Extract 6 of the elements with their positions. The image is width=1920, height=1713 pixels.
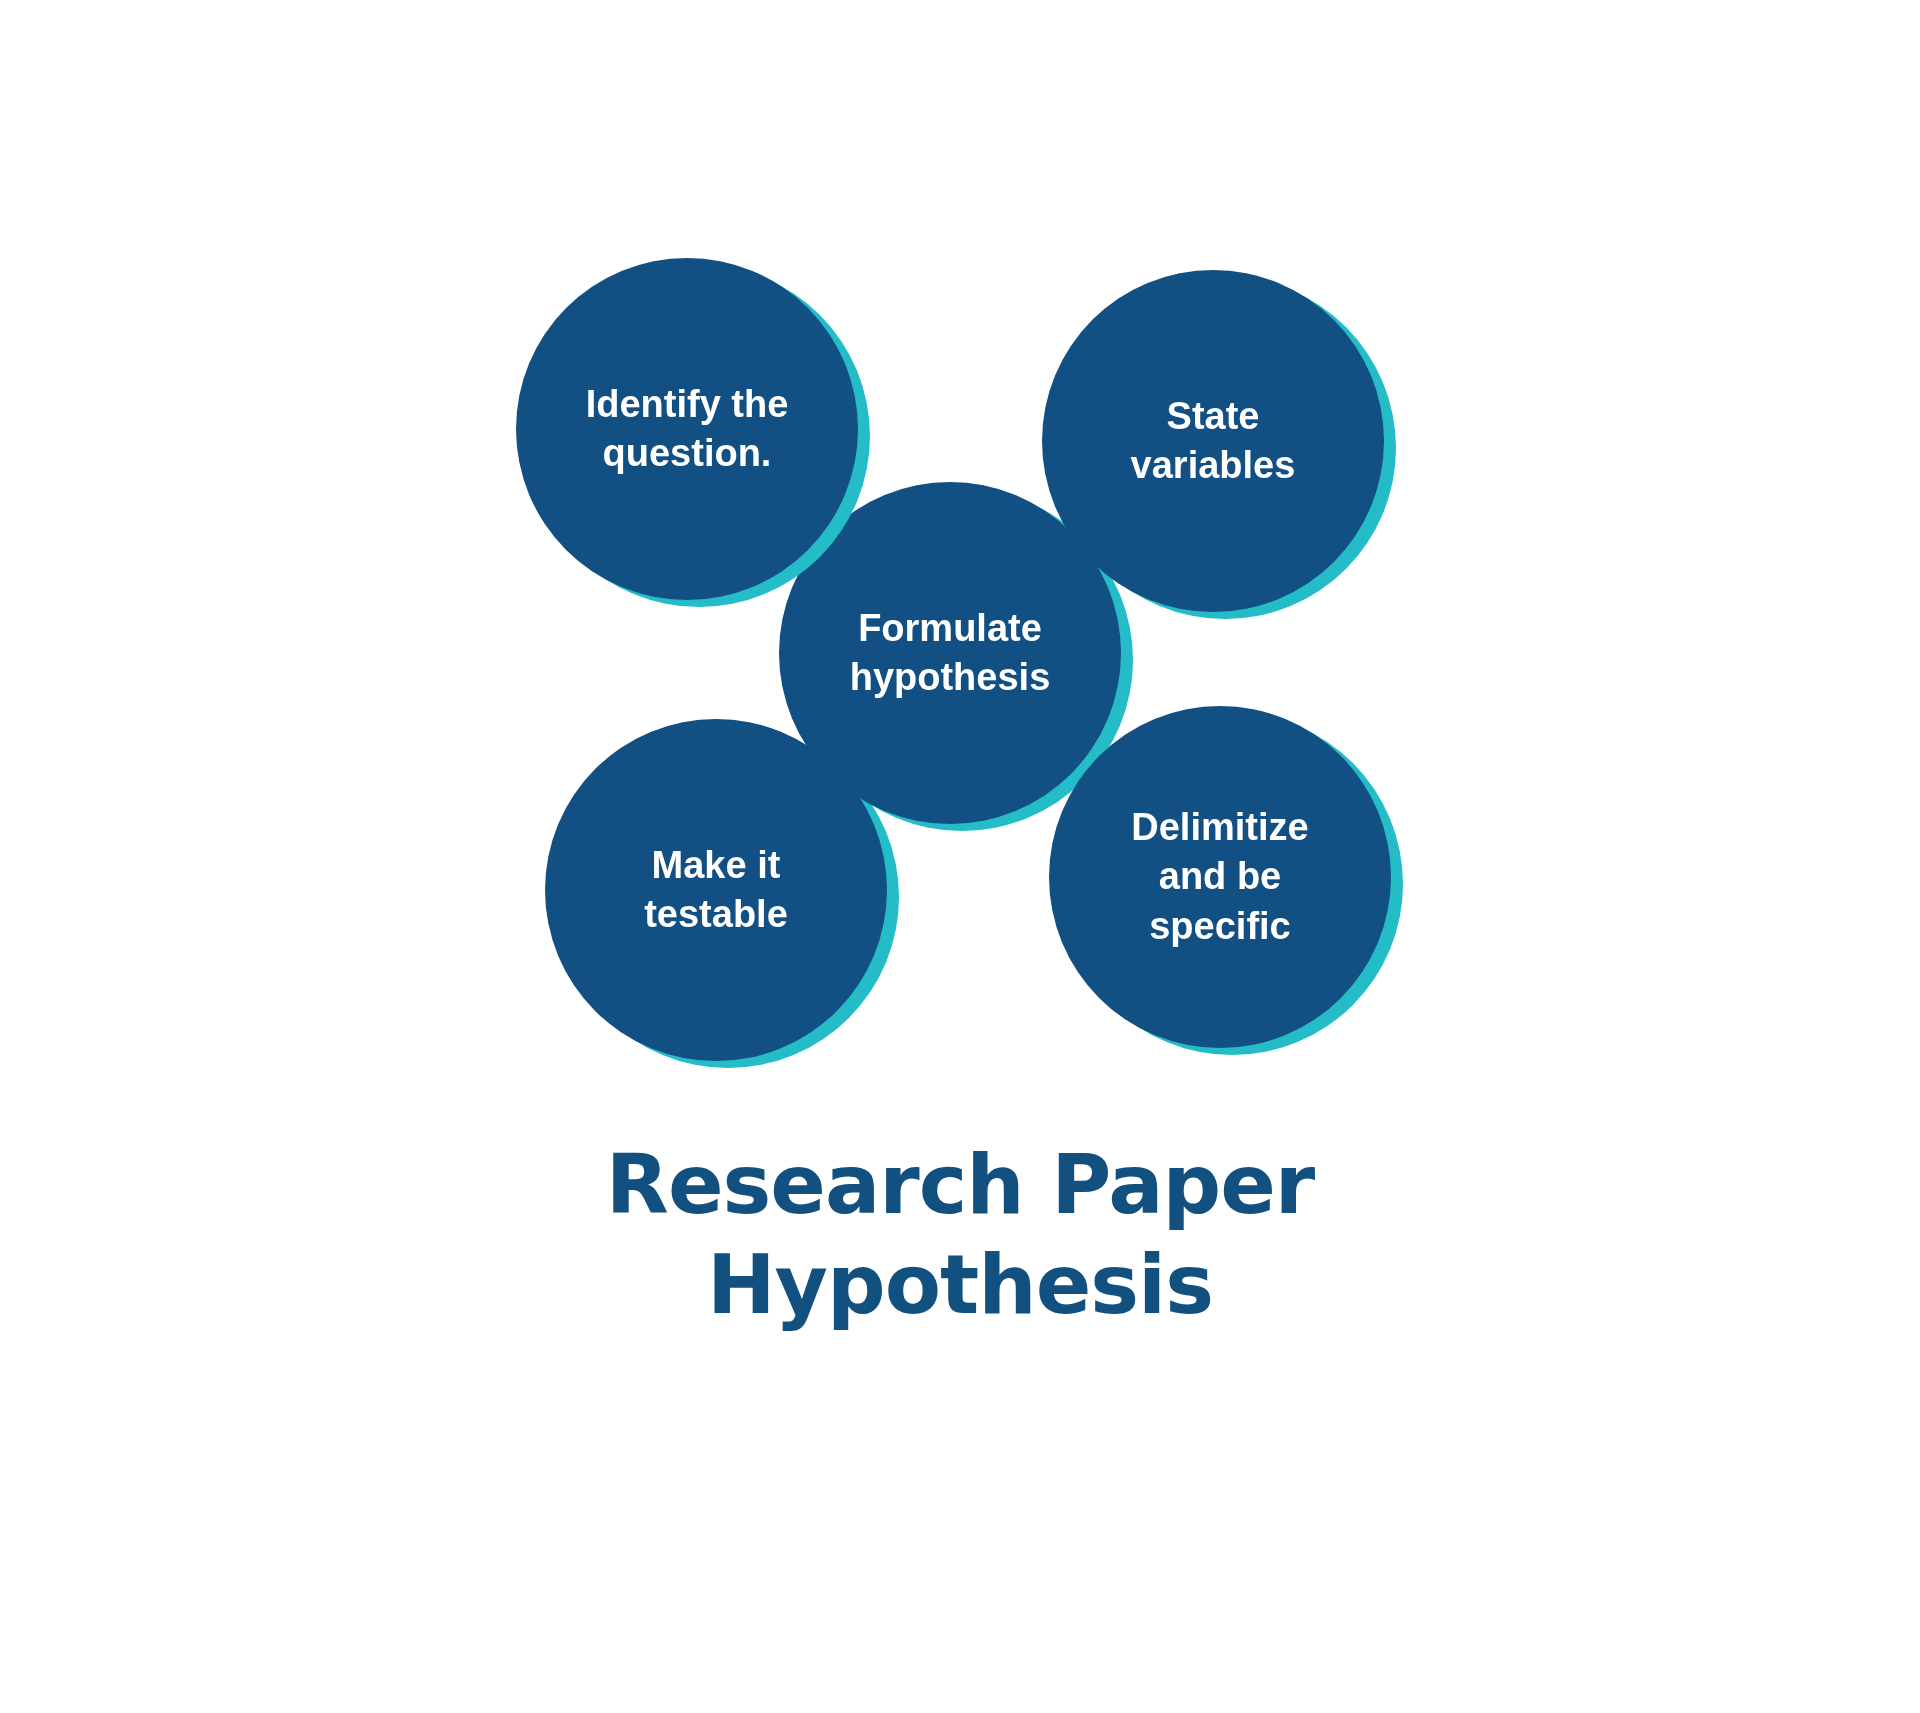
- step-label: State variables: [1129, 393, 1297, 488]
- step-label: Formulate hypothesis: [848, 605, 1052, 700]
- step-label: Delimitize and be specific: [1130, 804, 1310, 949]
- step-label: Identify the question.: [584, 381, 790, 476]
- step-label: Make it testable: [643, 842, 789, 937]
- diagram-title: Research Paper Hypothesis: [604, 1136, 1316, 1334]
